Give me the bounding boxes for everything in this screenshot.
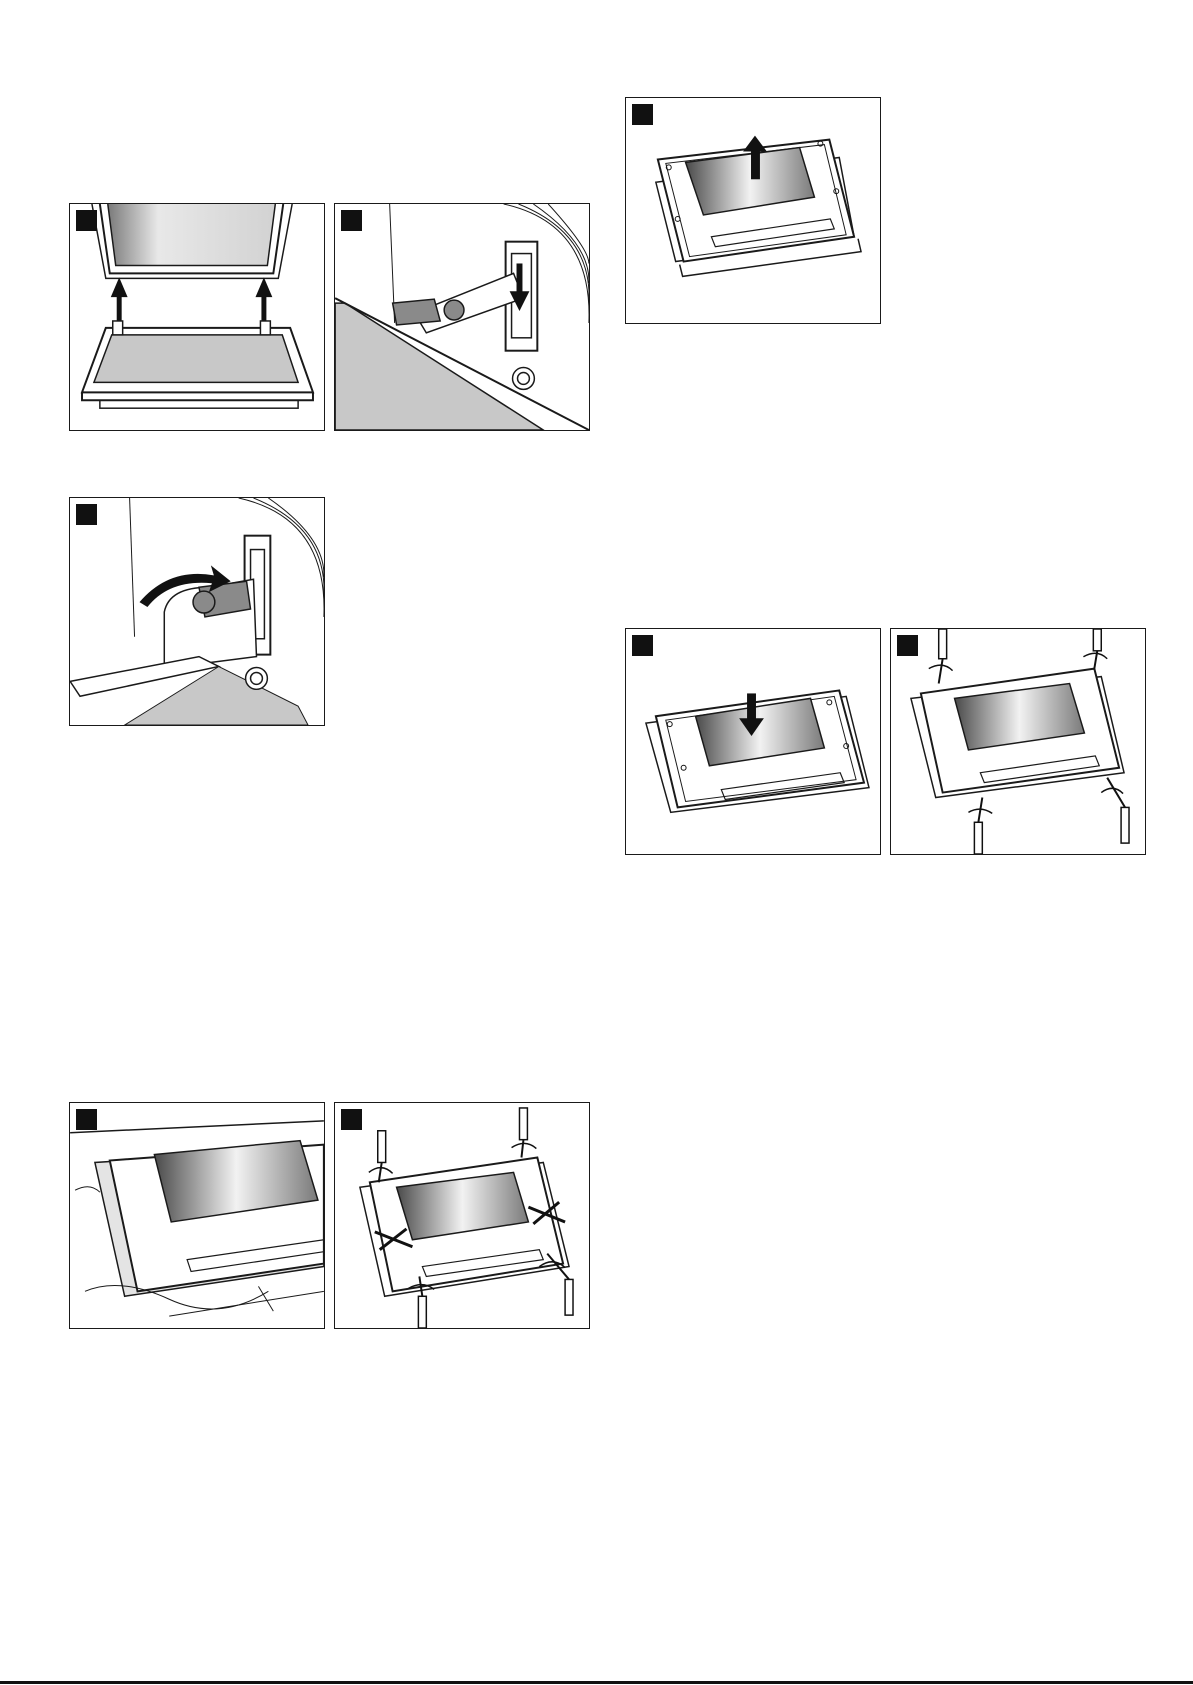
step-number-badge xyxy=(76,504,97,525)
figure-hinge-lever-rotate xyxy=(69,497,325,726)
figure-panel-screws xyxy=(890,628,1146,855)
panel-on-surface-illustration xyxy=(70,1103,324,1328)
screwdriver-icon xyxy=(369,1131,393,1183)
door-hinges-illustration xyxy=(70,204,324,430)
step-number-badge xyxy=(632,635,653,656)
figure-panel-lift xyxy=(625,97,881,324)
screwdriver-icon xyxy=(512,1108,537,1158)
step-number-badge xyxy=(341,210,362,231)
figure-panel-screws-remove xyxy=(334,1102,590,1329)
arrow-up-icon xyxy=(255,277,272,321)
figure-door-hinges xyxy=(69,203,325,431)
hinge-lever-rotate-illustration xyxy=(70,498,324,725)
screwdriver-icon xyxy=(1083,629,1107,669)
screwdriver-icon xyxy=(1101,778,1129,843)
panel-screws-illustration xyxy=(891,629,1145,854)
footer-rule xyxy=(0,1681,1193,1684)
panel-lift-illustration xyxy=(626,98,880,323)
figure-panel-on-surface xyxy=(69,1102,325,1329)
step-number-badge xyxy=(76,210,97,231)
step-number-badge xyxy=(897,635,918,656)
panel-insert-illustration xyxy=(626,629,880,854)
hinge-lever-down-illustration xyxy=(335,204,589,430)
figure-hinge-lever-down xyxy=(334,203,590,431)
step-number-badge xyxy=(341,1109,362,1130)
arrow-up-icon xyxy=(111,277,128,321)
screwdriver-icon xyxy=(968,798,992,854)
screwdriver-icon xyxy=(929,629,953,684)
step-number-badge xyxy=(632,104,653,125)
step-number-badge xyxy=(76,1109,97,1130)
panel-screws-remove-illustration xyxy=(335,1103,589,1328)
figure-panel-insert xyxy=(625,628,881,855)
